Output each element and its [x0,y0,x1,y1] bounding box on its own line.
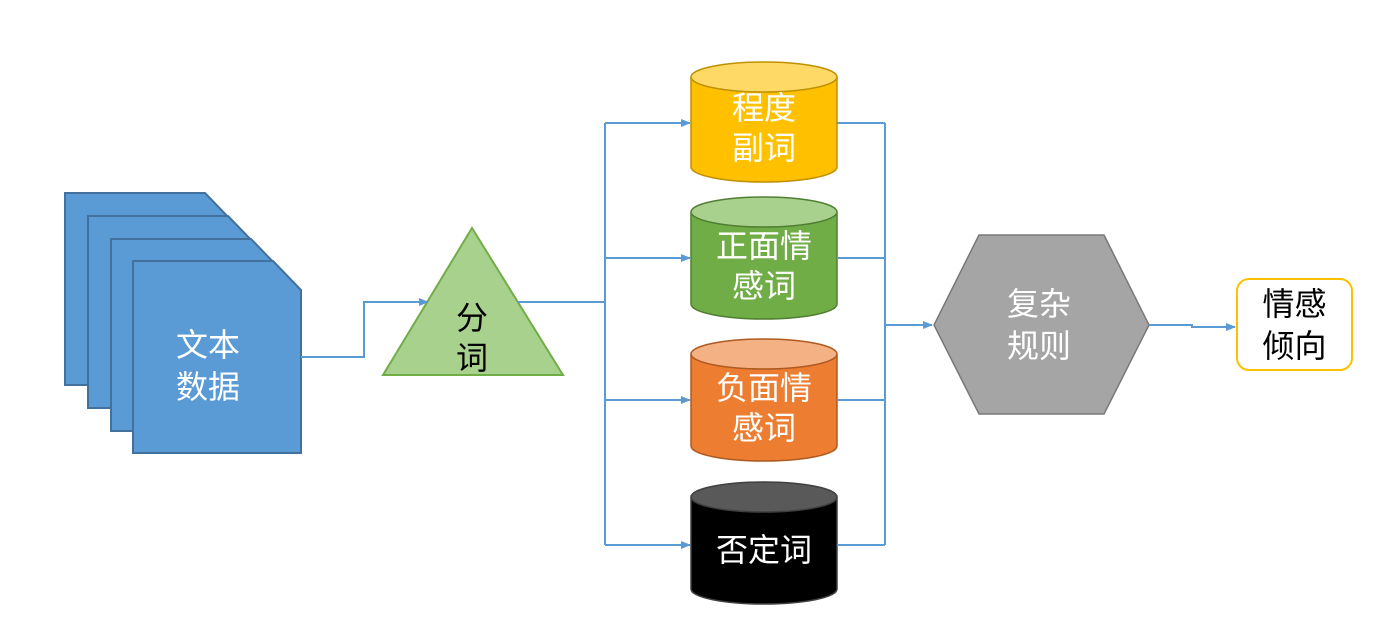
segmentation-label-line1: 分 [455,299,488,337]
segmentation-label: 分 词 [442,298,502,378]
negative-sentiment-node [690,338,838,462]
positive-sentiment-label: 正面情 感词 [691,226,837,306]
segmentation-label-line2: 词 [455,339,488,377]
degree-adverb-label-line1: 程度 [731,89,796,127]
positive-sentiment-node [690,196,838,320]
sentiment-output-node [1236,278,1353,371]
negative-sentiment-label-line2: 感词 [731,409,796,447]
text-data-node [64,192,302,454]
degree-adverb-label-line2: 副词 [731,129,796,167]
negative-sentiment-label: 负面情 感词 [691,368,837,448]
complex-rules-label-line2: 规则 [1006,326,1071,365]
degree-adverb-label: 程度 副词 [691,88,837,168]
complex-rules-label: 复杂 规则 [964,284,1114,367]
degree-adverb-node [690,61,838,183]
connectors [301,119,1236,549]
positive-sentiment-label-line2: 感词 [731,267,796,305]
negation-label-line1: 否定词 [715,531,812,569]
negative-sentiment-label-line1: 负面情 [715,369,812,407]
document-page-4 [132,260,302,454]
positive-sentiment-label-line1: 正面情 [715,227,812,265]
complex-rules-label-line1: 复杂 [1006,285,1071,323]
sentiment-output-label-line1: 情感 [1262,285,1327,323]
text-data-label-line1: 文本 [175,326,240,364]
connector-rules-to-output [1149,323,1236,331]
negation-node [690,481,838,605]
negation-label: 否定词 [691,530,837,572]
complex-rules-node [933,234,1150,415]
sentiment-output-label: 情感 倾向 [1237,284,1352,367]
text-data-label-line2: 数据 [175,367,240,406]
sentiment-output-label-line2: 倾向 [1262,326,1327,365]
text-data-label: 文本 数据 [133,325,283,408]
connector-docs-to-segmentation [301,298,429,358]
